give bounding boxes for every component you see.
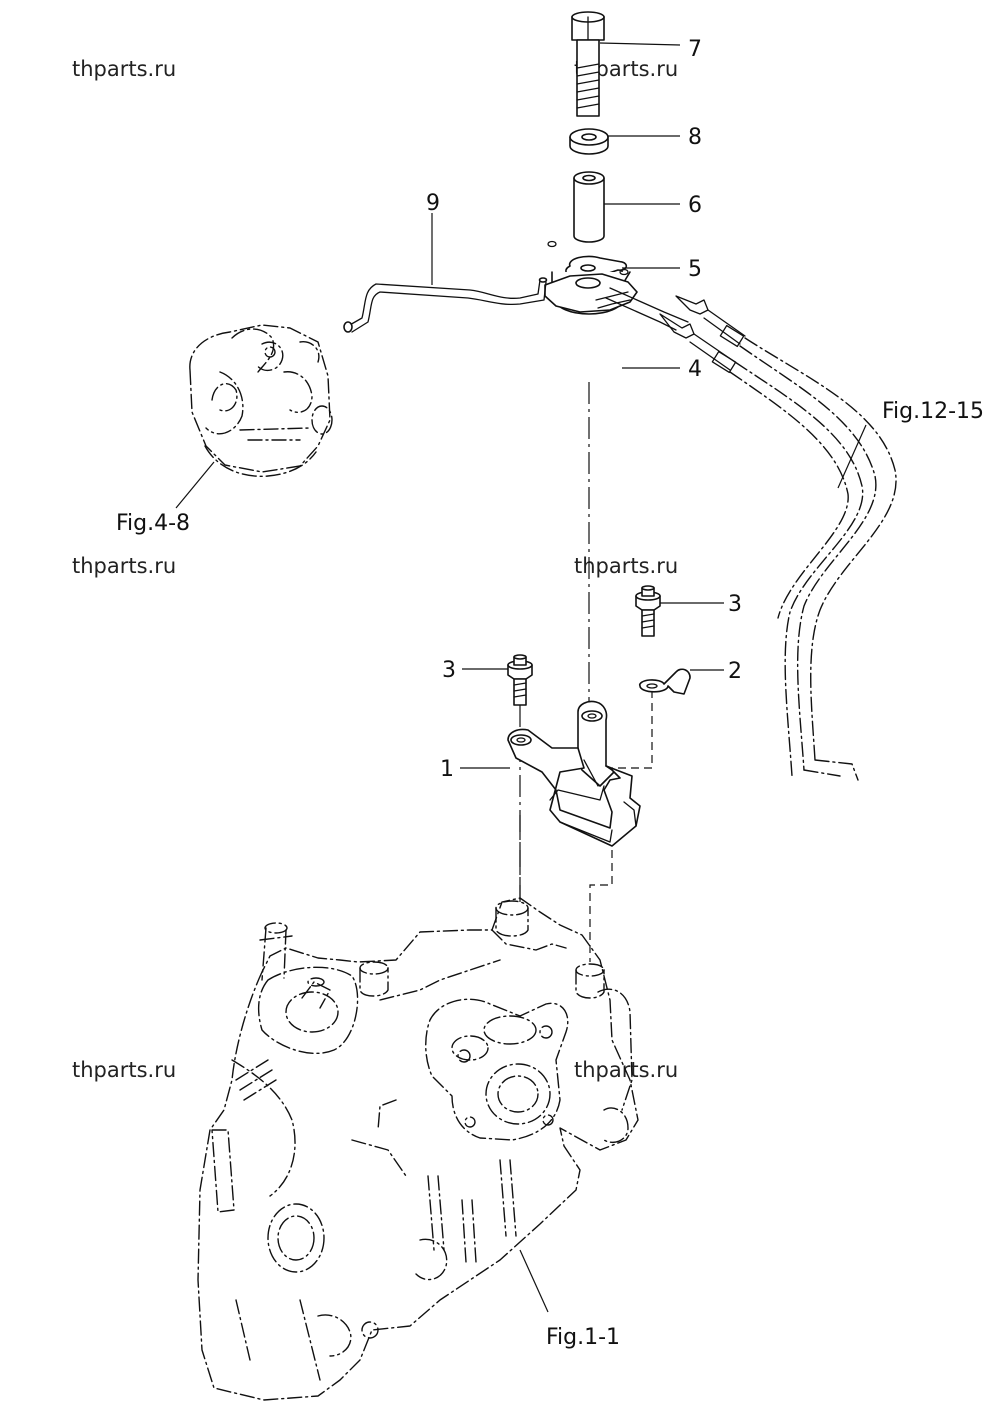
part-3-bolt-right — [635, 585, 661, 637]
part-4-throttle-drum — [544, 240, 638, 315]
carburetor-phantom — [189, 324, 333, 477]
callout-3-left: 3 — [442, 658, 456, 683]
part-6-collar — [573, 171, 605, 243]
callout-4: 4 — [688, 357, 702, 382]
callout-7: 7 — [688, 37, 702, 62]
throttle-cables — [605, 287, 897, 781]
watermark-mid-left: thparts.ru — [72, 554, 176, 578]
part-7-bolt — [571, 11, 605, 117]
watermark-bottom-left: thparts.ru — [72, 1058, 176, 1082]
callout-6: 6 — [688, 193, 702, 218]
callout-1: 1 — [440, 757, 454, 782]
assembly-path-to-block — [589, 850, 613, 962]
leader-lines — [175, 42, 867, 1313]
callout-8: 8 — [688, 125, 702, 150]
callout-5: 5 — [688, 257, 702, 282]
part-9-link-rod — [343, 277, 548, 333]
figure-ref-block: Fig.1-1 — [546, 1325, 620, 1350]
cylinder-block-phantom — [197, 897, 639, 1401]
figure-ref-carburetor: Fig.4-8 — [116, 511, 190, 536]
assembly-path-bolt-right — [612, 690, 653, 769]
part-8-washer — [569, 128, 609, 155]
watermark-mid-right: thparts.ru — [574, 554, 678, 578]
part-3-bolt-left — [507, 654, 533, 706]
callout-3-right: 3 — [728, 592, 742, 617]
figure-ref-cables: Fig.12-15 — [882, 399, 984, 424]
callout-2: 2 — [728, 659, 742, 684]
watermark-top-left: thparts.ru — [72, 57, 176, 81]
part-2-clamp — [638, 668, 691, 695]
part-1-bracket — [507, 700, 641, 847]
callout-9: 9 — [426, 191, 440, 216]
